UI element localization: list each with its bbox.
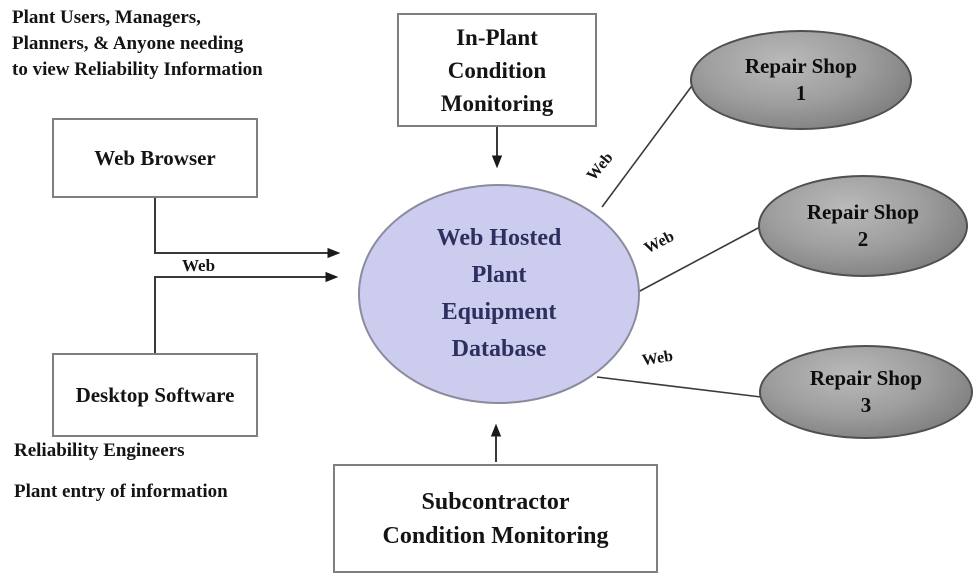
database-node: Web Hosted Plant Equipment Database	[358, 184, 640, 404]
repair-shop-1-number: 1	[795, 81, 807, 105]
edge-database-to-shop3	[596, 376, 762, 398]
repair-shop-3-name: Repair Shop	[809, 366, 923, 390]
plant-entry-annotation: Plant entry of information	[14, 481, 228, 502]
edge-browser-to-database-arrow	[154, 196, 341, 259]
edge-database-to-shop2	[637, 226, 761, 293]
repair-shop-2-number: 2	[857, 227, 869, 251]
in-plant-monitoring-node: In-Plant Condition Monitoring	[397, 13, 597, 127]
desktop-software-node: Desktop Software	[52, 353, 258, 437]
repair-shop-2-name: Repair Shop	[806, 200, 920, 224]
in-plant-line1: In-Plant	[456, 24, 538, 50]
web-browser-node: Web Browser	[52, 118, 258, 198]
desktop-software-label: Desktop Software	[75, 382, 235, 407]
database-line2: Plant	[471, 262, 527, 288]
users-annotation-line1: Plant Users, Managers,	[12, 7, 201, 28]
database-line1: Web Hosted	[436, 225, 562, 251]
web-edge-label-left: Web	[182, 256, 216, 275]
users-annotation-line3: to view Reliability Information	[12, 59, 263, 80]
edge-desktop-to-database-arrow	[154, 271, 339, 353]
repair-shop-1-node: Repair Shop 1	[690, 30, 912, 130]
repair-shop-1-name: Repair Shop	[744, 54, 858, 78]
in-plant-line2: Condition	[447, 57, 547, 83]
edge-database-to-shop1	[601, 78, 698, 208]
users-annotation: Plant Users, Managers, Planners, & Anyon…	[12, 5, 263, 83]
database-line3: Equipment	[441, 299, 557, 325]
subcontractor-monitoring-node: Subcontractor Condition Monitoring	[333, 464, 658, 573]
repair-shop-3-node: Repair Shop 3	[759, 345, 973, 439]
web-browser-label: Web Browser	[94, 145, 216, 170]
users-annotation-line2: Planners, & Anyone needing	[12, 33, 244, 54]
repair-shop-3-number: 3	[860, 393, 872, 417]
repair-shop-2-node: Repair Shop 2	[758, 175, 968, 277]
reliability-engineers-annotation: Reliability Engineers	[14, 440, 185, 461]
subcontractor-line1: Subcontractor	[421, 488, 570, 515]
database-line4: Database	[451, 336, 547, 362]
in-plant-line3: Monitoring	[440, 90, 554, 116]
subcontractor-line2: Condition Monitoring	[382, 522, 609, 549]
